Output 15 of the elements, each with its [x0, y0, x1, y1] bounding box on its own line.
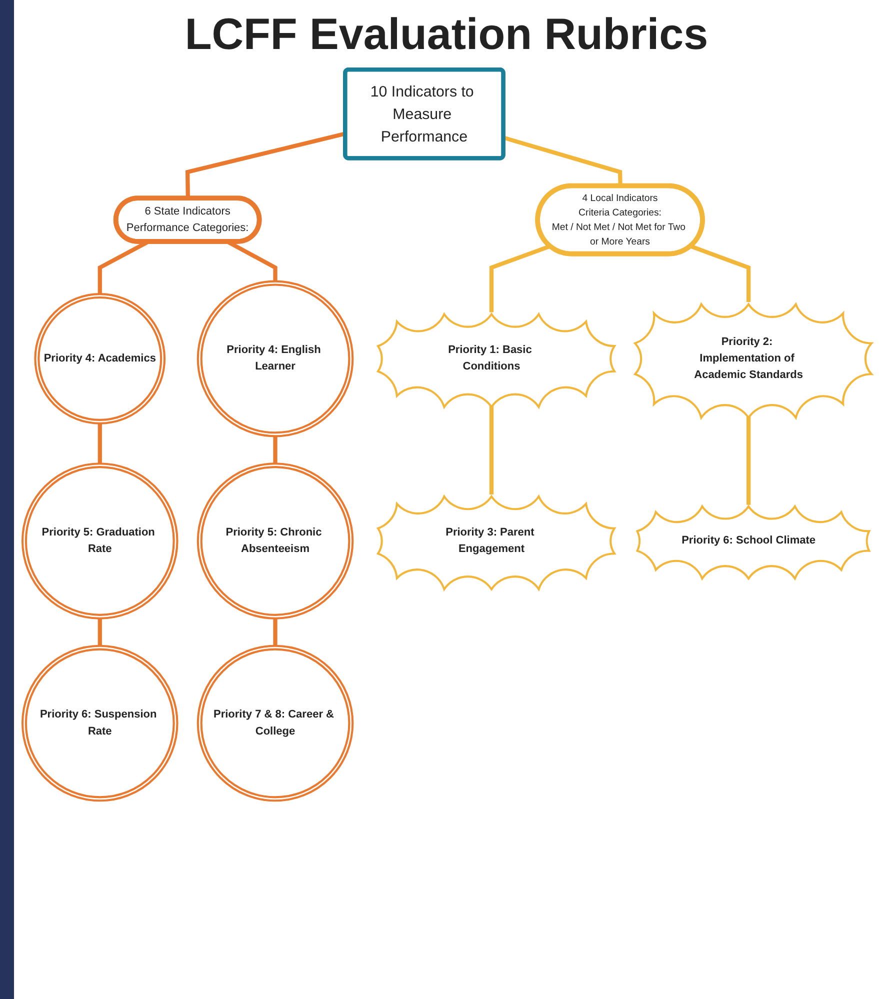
node-circle: Priority 4: Academics [34, 293, 166, 424]
connector [488, 405, 494, 495]
connector [488, 244, 550, 312]
node-circle: Priority 5: Graduation Rate [20, 462, 178, 620]
connector [272, 436, 277, 464]
node-circle: Priority 6: Suspension Rate [20, 644, 178, 802]
connector [97, 423, 102, 464]
connector [97, 618, 102, 646]
connector [689, 244, 750, 302]
connector [746, 415, 750, 505]
connector [272, 618, 277, 646]
node-circle: Priority 4: English Learner [196, 280, 354, 438]
diagram-title: LCFF Evaluation Rubrics [184, 10, 708, 60]
node-circle: Priority 5: Chronic Absenteeism [196, 462, 354, 620]
node-circle: Priority 7 & 8: Career & College [196, 644, 354, 802]
